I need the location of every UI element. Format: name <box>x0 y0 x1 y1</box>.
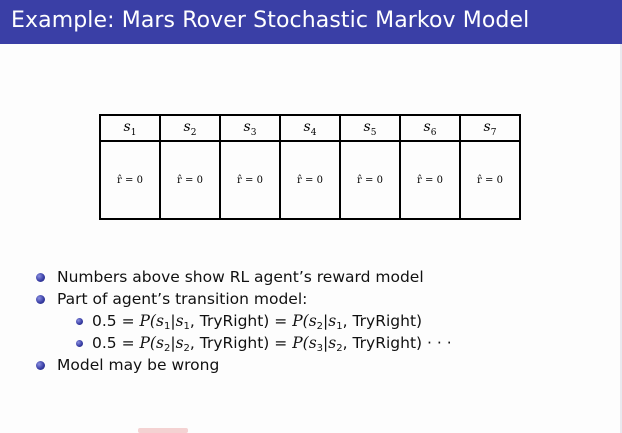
slide-title-bar: Example: Mars Rover Stochastic Markov Mo… <box>0 0 622 44</box>
state-cell: s7 <box>459 114 521 142</box>
sub-bullet-ball-icon <box>76 318 83 325</box>
reward-cell: r̂ = 0 <box>339 140 401 220</box>
slide-body <box>0 44 622 433</box>
state-cell: s5 <box>339 114 401 142</box>
reward-cell: r̂ = 0 <box>219 140 281 220</box>
state-cell: s1 <box>99 114 161 142</box>
sub-bullet-ball-icon <box>76 340 83 347</box>
state-cell: s2 <box>159 114 221 142</box>
reward-cell: r̂ = 0 <box>279 140 341 220</box>
footer-mark <box>138 428 188 433</box>
reward-cell: r̂ = 0 <box>459 140 521 220</box>
bullet-ball-icon <box>36 361 45 370</box>
transition-equation: 0.5 = P(s1|s1, TryRight) = P(s2|s1, TryR… <box>92 312 423 332</box>
bullet-text: Numbers above show RL agent’s reward mod… <box>57 268 424 286</box>
bullet-ball-icon <box>36 295 45 304</box>
bullet-text: Model may be wrong <box>57 356 220 374</box>
state-header-row: s1 s2 s3 s4 s5 s6 s7 <box>99 114 521 142</box>
reward-row: r̂ = 0 r̂ = 0 r̂ = 0 r̂ = 0 r̂ = 0 r̂ = … <box>99 140 521 220</box>
state-table: s1 s2 s3 s4 s5 s6 s7 r̂ = 0 r̂ = 0 r̂ = … <box>99 114 521 220</box>
slide-edge <box>620 44 622 433</box>
state-cell: s4 <box>279 114 341 142</box>
bullet-text: Part of agent’s transition model: <box>57 290 308 308</box>
reward-cell: r̂ = 0 <box>159 140 221 220</box>
slide-title: Example: Mars Rover Stochastic Markov Mo… <box>11 8 530 33</box>
bullet-ball-icon <box>36 273 45 282</box>
state-cell: s6 <box>399 114 461 142</box>
state-cell: s3 <box>219 114 281 142</box>
reward-cell: r̂ = 0 <box>399 140 461 220</box>
reward-cell: r̂ = 0 <box>99 140 161 220</box>
transition-equation: 0.5 = P(s2|s2, TryRight) = P(s3|s2, TryR… <box>92 334 452 354</box>
